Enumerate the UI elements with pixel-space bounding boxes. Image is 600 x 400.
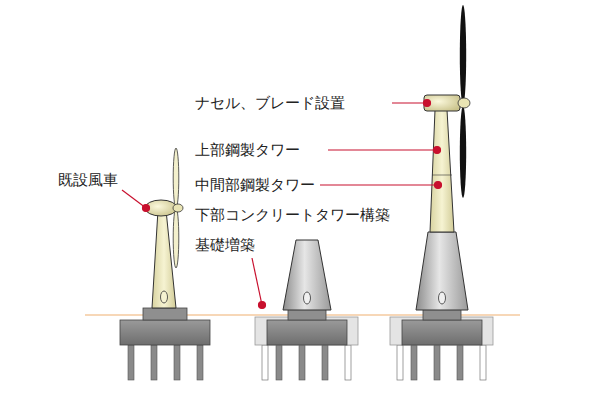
concrete-tower-stage: [255, 240, 358, 380]
part-label: 中間部鋼製タワー: [195, 176, 315, 194]
part-label: 既設風車: [58, 171, 118, 189]
part-label: 下部コンクリートタワー構築: [195, 206, 390, 224]
new-turbine: [390, 5, 493, 380]
leader-lines: [122, 100, 442, 309]
part-label: 基礎増築: [195, 236, 255, 254]
part-label: 上部鋼製タワー: [195, 141, 300, 159]
part-label: ナセル、ブレード設置: [195, 94, 345, 112]
